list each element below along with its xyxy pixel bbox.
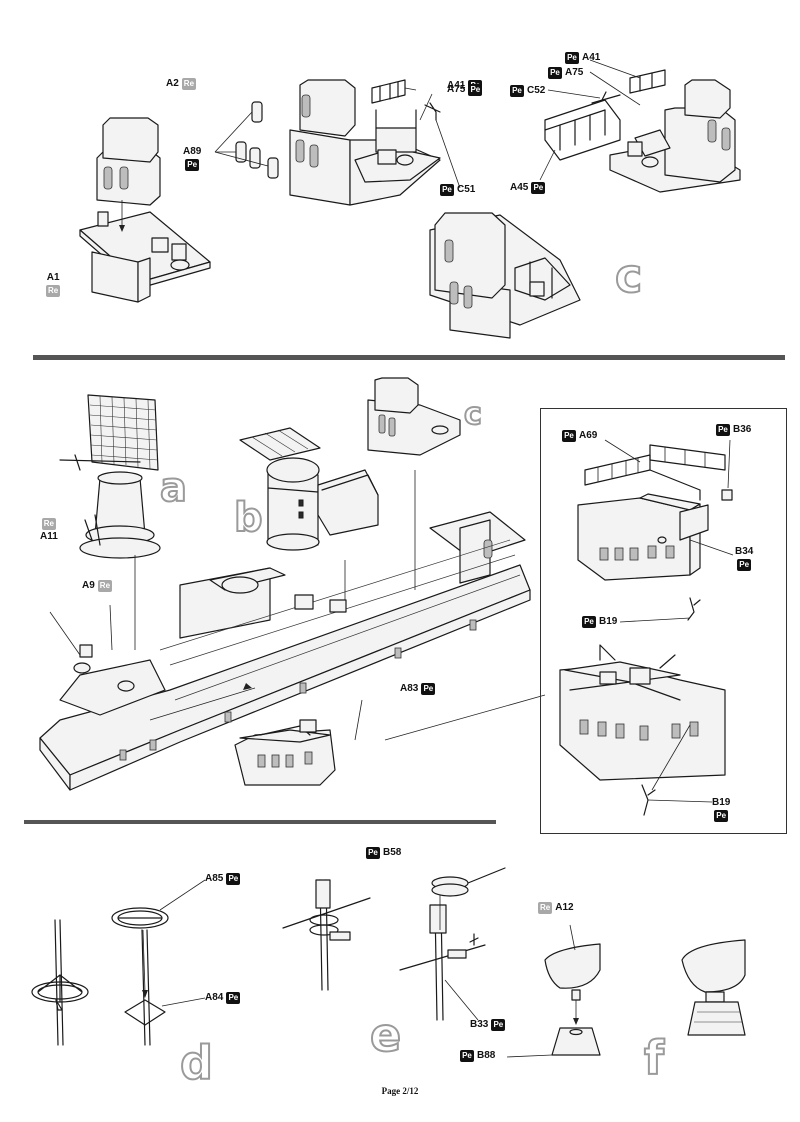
drawing-mast-e <box>282 867 506 1021</box>
step-letter-f: f <box>643 1031 665 1085</box>
drawing-inset-bridge-detail <box>384 439 734 816</box>
drawing-bridge-deck-assembly <box>79 117 211 303</box>
drawing-bridge-railing-assembly <box>214 79 461 206</box>
separator-bottom <box>24 820 496 824</box>
drawing-step-c-result <box>429 212 581 339</box>
drawing-director-f <box>506 924 746 1058</box>
separator-top <box>33 355 785 360</box>
page-number: Page 2/12 <box>381 1086 419 1096</box>
drawing-funnel-b <box>239 427 379 605</box>
step-letter-d: d <box>179 1036 214 1090</box>
step-letter-e: e <box>369 1008 402 1062</box>
drawing-bridge-subassembly-small <box>234 719 336 786</box>
step-letter-b: b <box>233 494 264 542</box>
drawing-mast-d <box>31 879 206 1046</box>
drawing-bridge-c-reference <box>367 377 461 590</box>
step-letter-c-mid: c <box>463 396 483 433</box>
step-letter-a: a <box>159 464 188 512</box>
drawing-ship-hull <box>39 511 531 791</box>
inset-frame <box>540 408 787 834</box>
drawing-radar-mast-a <box>59 394 161 650</box>
drawing-bridge-large-railing <box>539 59 741 193</box>
step-letter-c-top: c <box>614 249 643 303</box>
